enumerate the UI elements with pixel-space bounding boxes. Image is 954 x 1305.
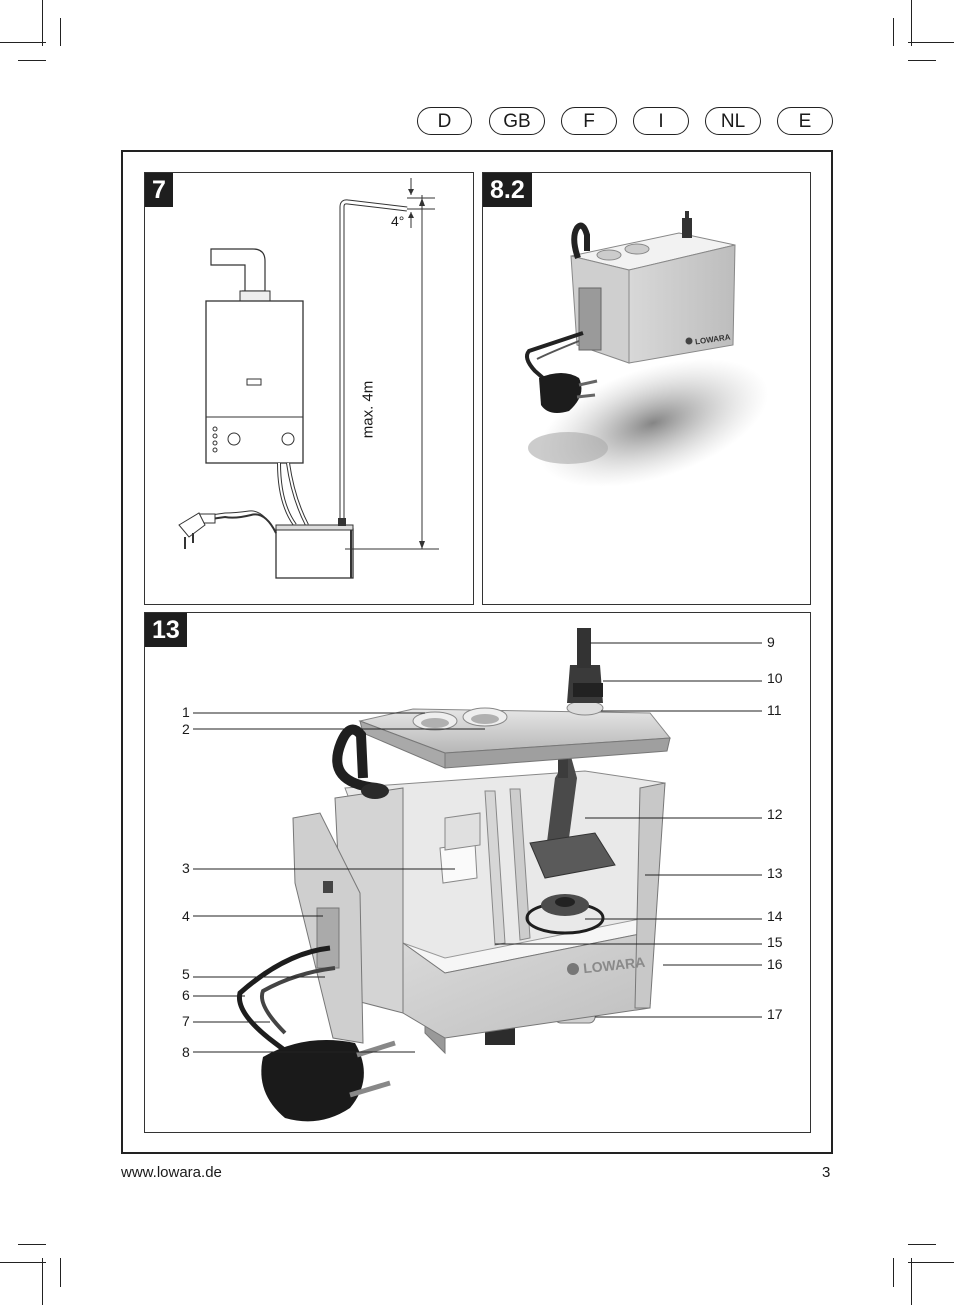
crop-mark [0, 1262, 46, 1263]
crop-mark [60, 1258, 61, 1287]
crop-mark [908, 1262, 954, 1263]
callout-6: 6 [182, 987, 190, 1003]
callout-8: 8 [182, 1044, 190, 1060]
callout-14: 14 [767, 908, 783, 924]
figure-number: 13 [145, 613, 187, 647]
callout-3: 3 [182, 860, 190, 876]
crop-mark [42, 1258, 43, 1305]
crop-mark [911, 0, 912, 46]
callout-2: 2 [182, 721, 190, 737]
pump-unit-illustration [525, 211, 769, 488]
height-label: max. 4m [359, 380, 377, 439]
footer-url[interactable]: www.lowara.de [121, 1164, 222, 1181]
language-tab-d[interactable]: D [417, 107, 472, 135]
language-tab-e[interactable]: E [777, 107, 833, 135]
callout-5: 5 [182, 966, 190, 982]
figure-number: 7 [145, 173, 173, 207]
language-tab-nl[interactable]: NL [705, 107, 761, 135]
page-number: 3 [822, 1164, 831, 1181]
callout-7: 7 [182, 1013, 190, 1029]
figure-number: 8.2 [483, 173, 532, 207]
crop-mark [908, 1244, 936, 1245]
crop-mark [18, 1244, 46, 1245]
crop-mark [908, 60, 936, 61]
callout-1: 1 [182, 704, 190, 720]
crop-mark [60, 18, 61, 46]
crop-mark [893, 1258, 894, 1287]
crop-mark [0, 42, 46, 43]
callout-4: 4 [182, 908, 190, 924]
crop-mark [18, 60, 46, 61]
figure-8-2-panel: 8.2 LO [482, 172, 811, 605]
crop-mark [908, 42, 954, 43]
crop-mark [911, 1258, 912, 1305]
language-tab-gb[interactable]: GB [489, 107, 545, 135]
callout-11: 11 [767, 702, 782, 718]
crop-mark [893, 18, 894, 46]
language-tab-f[interactable]: F [561, 107, 617, 135]
language-tab-i[interactable]: I [633, 107, 689, 135]
callout-10: 10 [767, 670, 783, 686]
callout-9: 9 [767, 634, 775, 650]
callout-16: 16 [767, 956, 783, 972]
callout-17: 17 [767, 1006, 783, 1022]
figure-frame [121, 150, 833, 1154]
callout-15: 15 [767, 934, 783, 950]
boiler-installation-illustration [178, 178, 439, 579]
figure-7-panel: 7 [144, 172, 474, 605]
figure-13-panel: 13 [144, 612, 811, 1133]
crop-mark [42, 0, 43, 46]
callout-13: 13 [767, 865, 783, 881]
exploded-view-illustration [193, 628, 762, 1122]
callout-12: 12 [767, 806, 783, 822]
angle-label: 4° [391, 213, 405, 229]
